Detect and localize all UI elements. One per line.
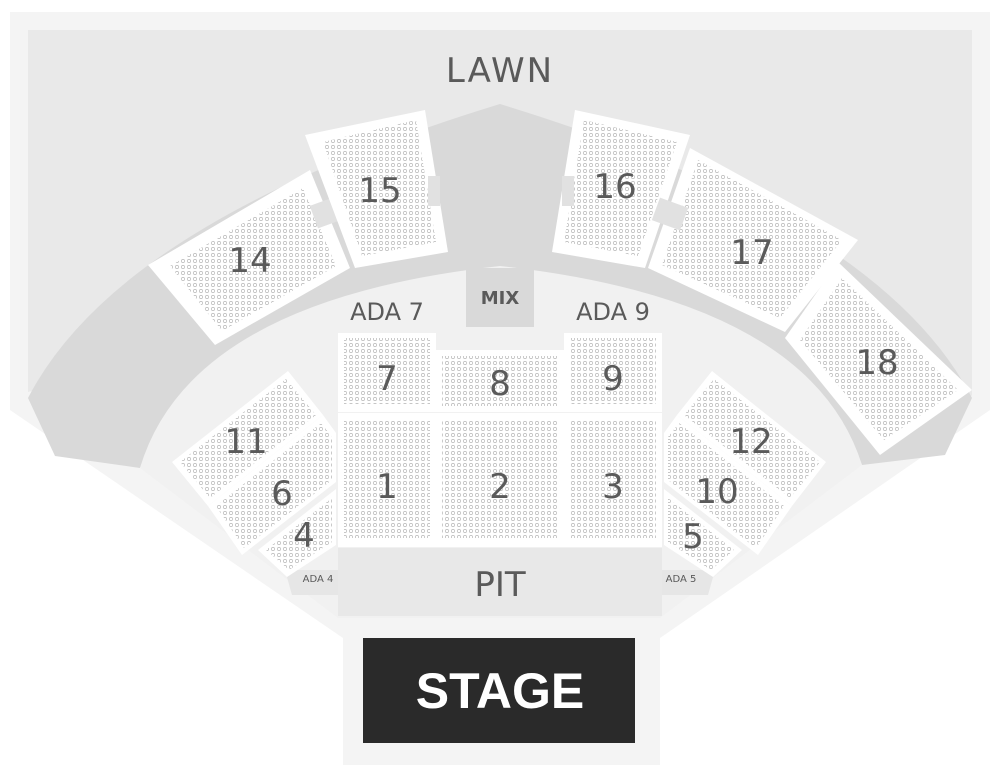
section-2-label: 2 xyxy=(489,467,511,507)
section-16[interactable]: 16 xyxy=(552,110,690,268)
section-4[interactable]: 4 xyxy=(258,489,336,577)
section-12-label: 12 xyxy=(729,422,772,462)
section-1[interactable]: 1 xyxy=(338,413,436,547)
mix-area xyxy=(466,268,534,327)
section-7[interactable]: 7 xyxy=(338,333,436,412)
ada-9-label: ADA 9 xyxy=(576,298,650,326)
stage-label: STAGE xyxy=(416,663,585,719)
pit-area[interactable] xyxy=(338,548,662,616)
section-18[interactable]: 18 xyxy=(785,262,972,455)
mix-label: MIX xyxy=(481,288,520,309)
section-17[interactable]: 17 xyxy=(648,148,858,332)
section-2[interactable]: 2 xyxy=(436,413,564,547)
section-5[interactable]: 5 xyxy=(664,489,742,577)
section-6[interactable]: 6 xyxy=(208,415,336,555)
lawn-label: LAWN xyxy=(446,51,554,91)
ada-4-area xyxy=(285,570,338,595)
section-1-label: 1 xyxy=(376,467,398,507)
ada-5-label: ADA 5 xyxy=(666,574,697,585)
section-5-label: 5 xyxy=(682,517,704,557)
stage xyxy=(363,638,635,743)
ada-7-label: ADA 7 xyxy=(350,298,424,326)
section-17-label: 17 xyxy=(730,233,773,273)
section-10[interactable]: 10 xyxy=(664,415,792,555)
section-4-label: 4 xyxy=(293,516,315,556)
section-18-label: 18 xyxy=(855,343,898,383)
section-9[interactable]: 9 xyxy=(564,333,662,412)
section-10-label: 10 xyxy=(695,472,738,512)
section-9-label: 9 xyxy=(602,359,624,399)
ada-5-area xyxy=(662,570,715,595)
section-11-label: 11 xyxy=(224,422,267,462)
section-16-label: 16 xyxy=(593,167,636,207)
section-15[interactable]: 15 xyxy=(305,110,448,268)
section-12[interactable]: 12 xyxy=(677,371,826,506)
section-8[interactable]: 8 xyxy=(436,350,564,412)
section-11[interactable]: 11 xyxy=(172,371,323,506)
section-8-label: 8 xyxy=(489,364,511,404)
section-6-label: 6 xyxy=(271,474,293,514)
section-7-label: 7 xyxy=(376,359,398,399)
ada-4-label: ADA 4 xyxy=(303,574,334,585)
section-14-label: 14 xyxy=(228,241,271,281)
section-15-label: 15 xyxy=(358,171,401,211)
pit-label: PIT xyxy=(474,565,526,605)
section-14[interactable]: 14 xyxy=(148,170,350,345)
section-3[interactable]: 3 xyxy=(564,413,662,547)
section-3-label: 3 xyxy=(602,467,624,507)
